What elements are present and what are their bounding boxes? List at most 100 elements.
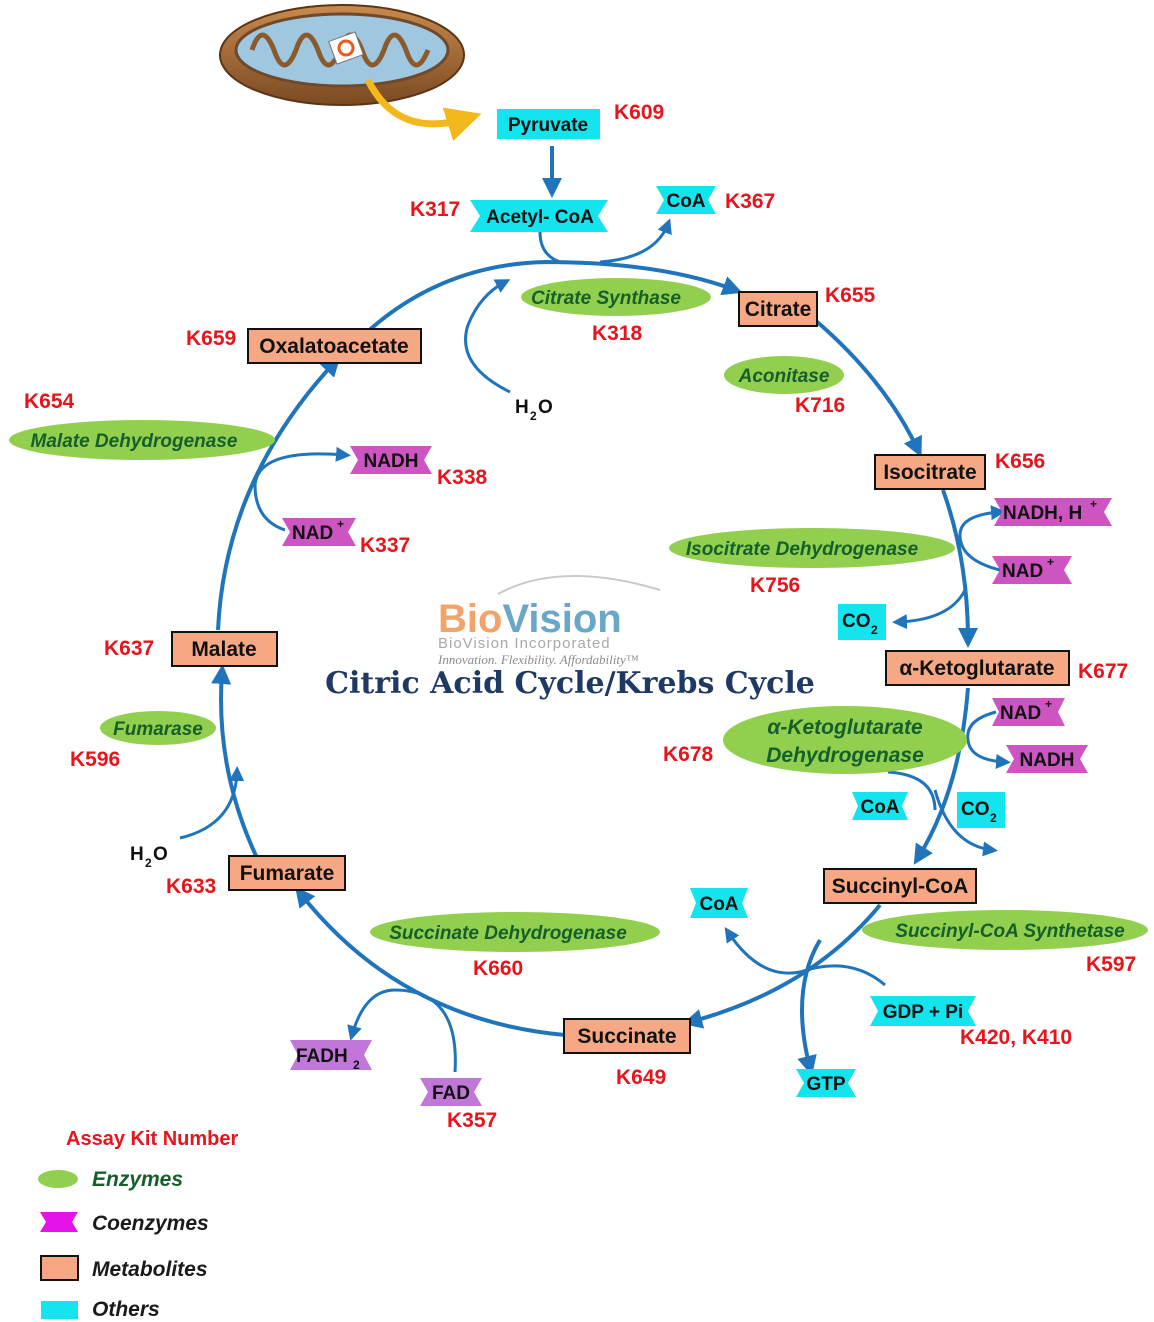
svg-text:GDP + Pi: GDP + Pi [883, 1002, 963, 1023]
kit-acetyl-coa: K317 [410, 198, 460, 221]
enzyme-label: Isocitrate Dehydrogenase [686, 539, 919, 560]
kit-oxaloacetate: K659 [186, 327, 236, 350]
svg-text:GTP: GTP [806, 1074, 845, 1095]
other-coa-top: CoA [656, 186, 716, 214]
coenzyme-nadh-aketo: NADH [1006, 745, 1088, 773]
metabolite-fumarate: Fumarate [228, 855, 346, 891]
coenzyme-fadh2: FADH 2 [290, 1040, 372, 1072]
kit-malate: K637 [104, 637, 154, 660]
other-coa-mid: CoA [852, 792, 908, 820]
svg-text:NADH, H: NADH, H [1003, 503, 1082, 524]
kit-succinate: K649 [616, 1066, 666, 1089]
kit-fad: K357 [447, 1109, 497, 1132]
kit-pyruvate: K609 [614, 101, 664, 124]
svg-text:2: 2 [530, 409, 537, 423]
enzyme-succinyl-coa-synthetase: Succinyl-CoA Synthetase [862, 910, 1148, 950]
kit-citrate-synthase: K318 [592, 322, 643, 345]
svg-text:Succinate: Succinate [577, 1025, 676, 1048]
enzyme-isocitrate-dehydrogenase: Isocitrate Dehydrogenase [669, 528, 955, 568]
svg-text:Acetyl- CoA: Acetyl- CoA [486, 207, 594, 228]
svg-text:H: H [130, 844, 144, 865]
kit-fumarase: K596 [70, 748, 120, 771]
svg-text:+: + [1090, 497, 1097, 511]
enzyme-label: Malate Dehydrogenase [31, 431, 238, 452]
enzyme-label: Aconitase [738, 366, 830, 387]
svg-text:Others: Others [92, 1298, 160, 1321]
kit-numbers: K609 K317 K367 K655 K318 K716 K656 K756 … [24, 101, 1136, 1132]
metabolite-succinyl-coa: Succinyl-CoA [823, 868, 977, 904]
other-coa-low: CoA [690, 888, 748, 918]
svg-text:FADH: FADH [296, 1046, 348, 1067]
enzyme-label: Fumarase [113, 719, 203, 740]
kit-isocitrate-dh: K756 [750, 574, 800, 597]
enzyme-aconitase: Aconitase [724, 356, 844, 394]
kit-malate-dh: K654 [24, 390, 75, 413]
legend-item-coenzymes: Coenzymes [40, 1212, 209, 1235]
svg-text:Coenzymes: Coenzymes [92, 1212, 209, 1235]
kit-coa: K367 [725, 190, 775, 213]
metabolites: Citrate Isocitrate α-Ketoglutarate Succi… [171, 291, 1070, 1054]
brand-logo: BioVision BioVision Incorporated Innovat… [437, 575, 661, 667]
enzymes: Citrate Synthase Aconitase Isocitrate De… [9, 278, 1148, 952]
svg-text:NAD: NAD [292, 523, 333, 544]
metabolite-malate: Malate [171, 631, 278, 667]
svg-text:Citrate: Citrate [745, 298, 812, 321]
enzyme-label: Dehydrogenase [766, 744, 924, 767]
svg-text:+: + [337, 517, 344, 531]
svg-text:2: 2 [990, 811, 997, 825]
svg-text:NADH: NADH [364, 451, 419, 472]
diagram-title: Citric Acid Cycle/Krebs Cycle [325, 666, 815, 701]
metabolite-aketoglutarate: α-Ketoglutarate [885, 650, 1070, 686]
svg-text:CO: CO [961, 799, 990, 820]
svg-text:2: 2 [145, 856, 152, 870]
svg-text:Succinyl-CoA: Succinyl-CoA [832, 875, 969, 898]
svg-text:NAD: NAD [1002, 561, 1043, 582]
legend-item-metabolites: Metabolites [40, 1255, 208, 1281]
svg-text:+: + [1045, 697, 1052, 711]
svg-text:Isocitrate: Isocitrate [883, 461, 976, 484]
svg-text:NADH: NADH [1020, 750, 1075, 771]
svg-text:α-Ketoglutarate: α-Ketoglutarate [899, 657, 1054, 680]
legend-title: Assay Kit Number [66, 1128, 238, 1150]
enzyme-citrate-synthase: Citrate Synthase [521, 278, 711, 316]
kit-gdp: K420, K410 [960, 1026, 1072, 1049]
svg-text:Metabolites: Metabolites [92, 1258, 208, 1281]
svg-text:CO: CO [842, 611, 871, 632]
svg-text:H: H [515, 397, 529, 418]
other-gdp-pi: GDP + Pi [870, 996, 976, 1026]
enzyme-label: Succinate Dehydrogenase [389, 923, 627, 944]
kit-fumarate: K633 [166, 875, 216, 898]
other-pyruvate: Pyruvate [497, 109, 600, 139]
kit-citrate: K655 [825, 284, 876, 307]
svg-text:CoA: CoA [666, 191, 705, 212]
kit-succinate-dh: K660 [473, 957, 523, 980]
kit-aketoglutarate: K677 [1078, 660, 1128, 683]
metabolite-succinate: Succinate [563, 1018, 691, 1054]
svg-text:Malate: Malate [191, 638, 256, 661]
metabolite-citrate: Citrate [738, 291, 818, 327]
coenzymes: NADH, H + NAD + NAD + NADH NADH NAD + [282, 446, 1112, 1106]
coenzyme-nad-aketo: NAD + [992, 697, 1065, 726]
svg-text:O: O [153, 844, 168, 865]
svg-text:2: 2 [353, 1058, 360, 1072]
enzyme-label: Succinyl-CoA Synthetase [895, 921, 1125, 942]
kit-aketo-dh: K678 [663, 743, 714, 766]
enzyme-label: α-Ketoglutarate [767, 716, 923, 739]
enzyme-label: Citrate Synthase [531, 288, 681, 309]
enzyme-fumarase: Fumarase [100, 711, 216, 745]
water-fumarase: H 2 O [130, 844, 168, 870]
svg-text:Pyruvate: Pyruvate [508, 115, 588, 136]
mitochondrion-illustration [219, 4, 482, 141]
svg-text:2: 2 [871, 623, 878, 637]
brand-subtitle: BioVision Incorporated [438, 635, 611, 652]
svg-text:FAD: FAD [432, 1083, 470, 1104]
enzyme-succinate-dehydrogenase: Succinate Dehydrogenase [370, 912, 660, 952]
kit-aconitase: K716 [795, 394, 845, 417]
water-citrate-synthase: H 2 O [515, 397, 553, 423]
svg-text:NAD: NAD [1000, 703, 1041, 724]
svg-text:Oxalatoacetate: Oxalatoacetate [259, 335, 408, 358]
other-co2-aketo: CO 2 [957, 792, 1005, 828]
cycle-arrows [179, 146, 1011, 1076]
other-co2-isocitrate: CO 2 [838, 604, 886, 640]
